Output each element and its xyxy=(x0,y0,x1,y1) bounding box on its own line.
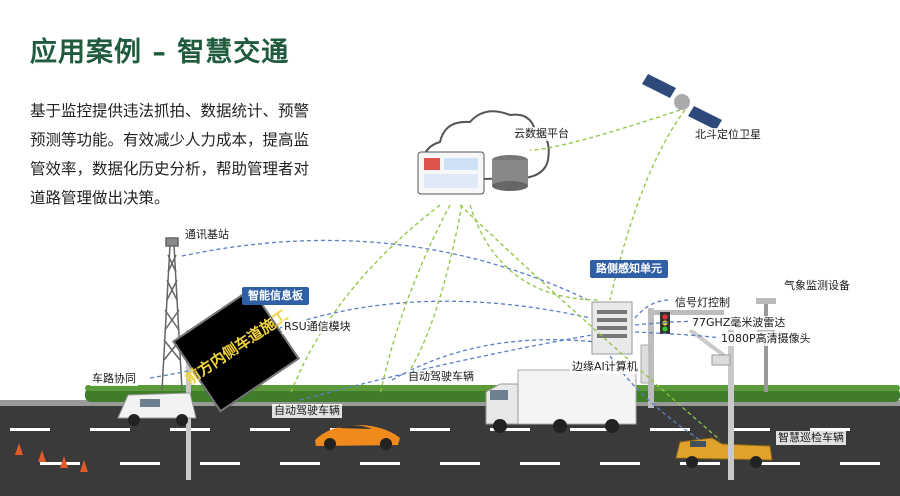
label-camera: 1080P高清摄像头 xyxy=(719,332,813,346)
label-edge-ai: 边缘AI计算机 xyxy=(570,360,640,374)
label-satellite: 北斗定位卫星 xyxy=(693,128,763,142)
description-line: 基于监控提供违法抓拍、数据统计、预警 xyxy=(30,102,310,120)
label-base-station: 通讯基站 xyxy=(183,228,231,242)
label-rsu: RSU通信模块 xyxy=(282,320,353,334)
badge-roadside-unit: 路侧感知单元 xyxy=(590,260,668,278)
traffic-cones xyxy=(15,443,88,472)
badge-smart-board: 智能信息板 xyxy=(242,287,309,305)
label-cloud: 云数据平台 xyxy=(512,127,571,141)
orange-sports-car xyxy=(315,425,400,450)
label-weather: 气象监测设备 xyxy=(782,279,852,293)
description-line: 管效率，数据化历史分析，帮助管理者对 xyxy=(30,160,310,178)
road-edge xyxy=(0,400,900,406)
satellite xyxy=(642,74,722,130)
comm-arrows-blue xyxy=(149,239,721,441)
truck xyxy=(485,369,637,433)
label-auto-car-1: 自动驾驶车辆 xyxy=(406,370,476,384)
description-line: 预测等功能。有效减少人力成本，提高监 xyxy=(30,131,310,149)
label-v2x: 车路协同 xyxy=(90,372,138,386)
patrol-pickup xyxy=(675,437,773,468)
description: 基于监控提供违法抓拍、数据统计、预警 预测等功能。有效减少人力成本，提高监 管效… xyxy=(30,97,355,213)
label-signal: 信号灯控制 xyxy=(673,296,732,310)
page-title: 应用案例 – 智慧交通 xyxy=(30,37,290,68)
base-station-tower xyxy=(161,237,183,391)
description-line: 道路管理做出决策。 xyxy=(30,189,170,207)
label-auto-car-2: 自动驾驶车辆 xyxy=(272,404,342,418)
comm-arrows-green xyxy=(289,109,721,441)
white-van xyxy=(117,392,197,426)
label-patrol: 智慧巡检车辆 xyxy=(776,431,846,445)
label-radar: 77GHZ毫米波雷达 xyxy=(690,316,788,330)
cloud-platform xyxy=(417,110,550,195)
